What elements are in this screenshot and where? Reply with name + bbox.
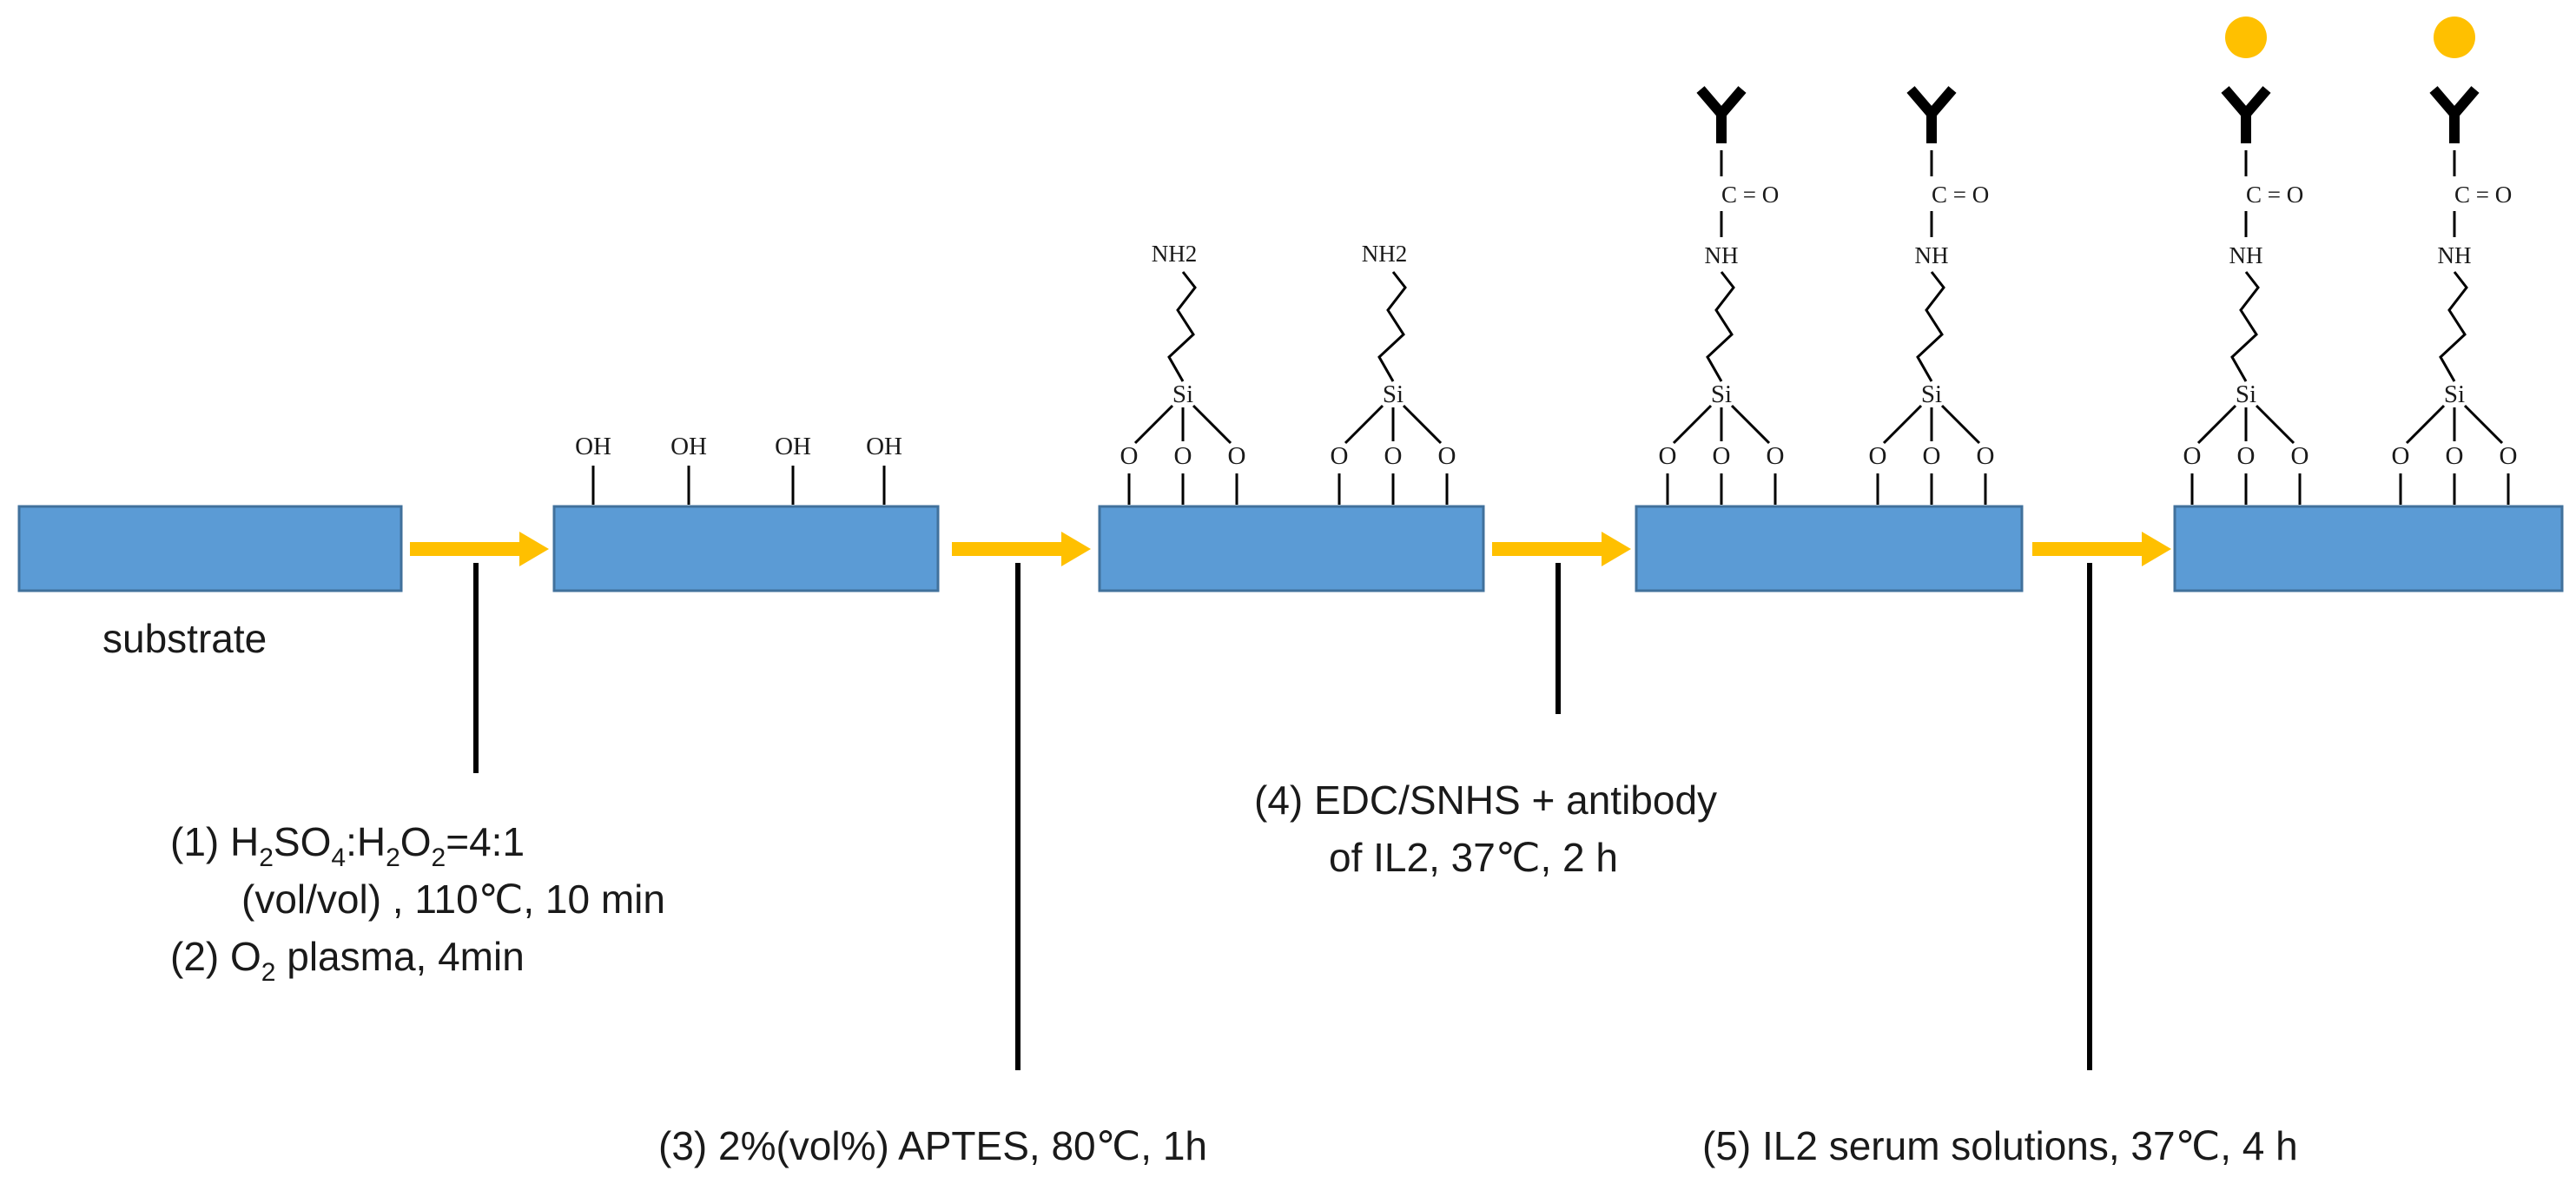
svg-text:C = O: C = O — [2454, 182, 2512, 208]
aptes-molecule: NH2 — [1329, 241, 1457, 506]
aptes-molecule: NH2 — [1119, 241, 1247, 506]
antibody-y-icon — [2225, 89, 2267, 143]
substrate-block — [552, 505, 940, 592]
process-arrow-1 — [410, 532, 549, 773]
substrate-block — [2173, 505, 2564, 592]
svg-text:C = O: C = O — [1721, 182, 1779, 208]
stage-substrate: substrate — [17, 505, 403, 661]
step-4-caption-line2: of IL2, 37℃, 2 h — [1329, 835, 1618, 880]
stage-aptes: NH2 NH2 — [1098, 241, 1485, 592]
process-arrow-2 — [952, 532, 1091, 1070]
antibody-y-icon — [2434, 89, 2475, 143]
step-1-caption: (1) H2SO4:H2O2=4:1 — [170, 819, 525, 872]
svg-text:NH2: NH2 — [1362, 241, 1408, 267]
process-arrow-4 — [2032, 532, 2171, 1070]
substrate-block — [17, 505, 403, 592]
process-arrow-3 — [1492, 532, 1631, 714]
substrate-block — [1635, 505, 2024, 592]
svg-text:NH: NH — [2438, 242, 2472, 268]
antibody-conjugate: NH C = O — [1867, 89, 1996, 506]
antigen-dot-icon — [2434, 17, 2475, 58]
captured-complex: NH C = O — [2182, 17, 2310, 506]
svg-text:C = O: C = O — [1932, 182, 1989, 208]
substrate-label: substrate — [102, 616, 267, 661]
svg-text:NH: NH — [1915, 242, 1949, 268]
step-5-caption: (5) IL2 serum solutions, 37℃, 4 h — [1702, 1123, 2298, 1168]
stage-antibody: NH C = O NH C = O — [1635, 89, 2024, 592]
step-1-caption-line2: (vol/vol) , 110℃, 10 min — [241, 877, 665, 922]
hydroxyl-group — [669, 431, 709, 506]
svg-text:NH: NH — [1705, 242, 1739, 268]
antibody-y-icon — [1911, 89, 1952, 143]
hydroxyl-group — [864, 431, 904, 506]
antigen-dot-icon — [2225, 17, 2267, 58]
svg-text:NH2: NH2 — [1152, 241, 1198, 267]
step-2-caption: (2) O2 plasma, 4min — [170, 934, 525, 987]
antibody-conjugate: NH C = O — [1657, 89, 1786, 506]
svg-text:C = O: C = O — [2246, 182, 2303, 208]
antibody-y-icon — [1701, 89, 1742, 143]
captured-complex: NH C = O — [2390, 17, 2519, 506]
stage-antigen-captured: NH C = O NH C = O — [2173, 17, 2564, 592]
step-3-caption: (3) 2%(vol%) APTES, 80℃, 1h — [658, 1123, 1207, 1168]
hydroxyl-group — [573, 431, 613, 506]
hydroxyl-group — [773, 431, 813, 506]
svg-text:NH: NH — [2229, 242, 2263, 268]
substrate-block — [1098, 505, 1485, 592]
stage-hydroxylated — [552, 431, 940, 592]
step-4-caption-line1: (4) EDC/SNHS + antibody — [1254, 777, 1717, 823]
